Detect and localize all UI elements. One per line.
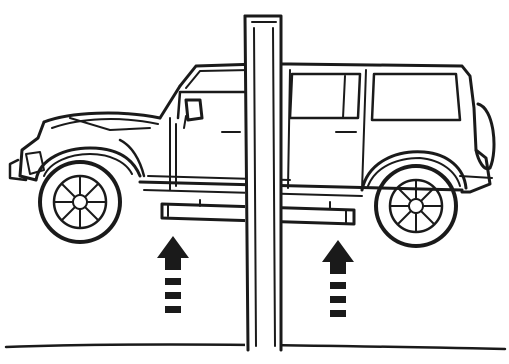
lift-arrow-icon xyxy=(157,236,189,313)
rear-wheel xyxy=(376,166,456,246)
lift-arrow-icon xyxy=(322,240,354,317)
lift-post xyxy=(245,16,281,352)
front-wheel xyxy=(40,162,120,242)
